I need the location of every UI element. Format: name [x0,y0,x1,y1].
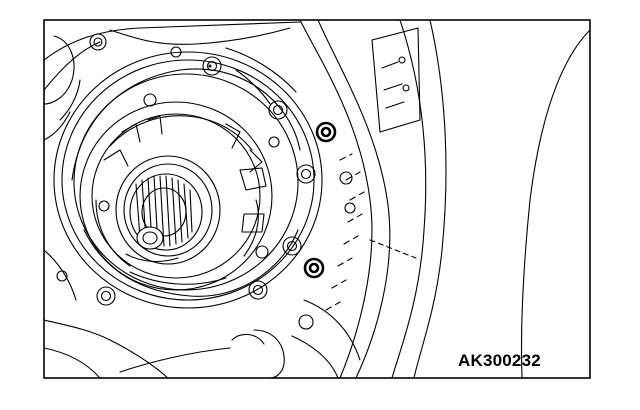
input-shaft-hub [115,155,221,265]
lower-left-case [44,249,231,378]
highlighted-bolts [303,121,337,279]
figure-code-label: AK300232 [458,351,541,370]
figure-frame [43,19,591,379]
pump-body [79,93,280,291]
flange-bolts [208,64,316,300]
upper-left-case [44,21,301,141]
case-housing-lines [231,20,590,378]
